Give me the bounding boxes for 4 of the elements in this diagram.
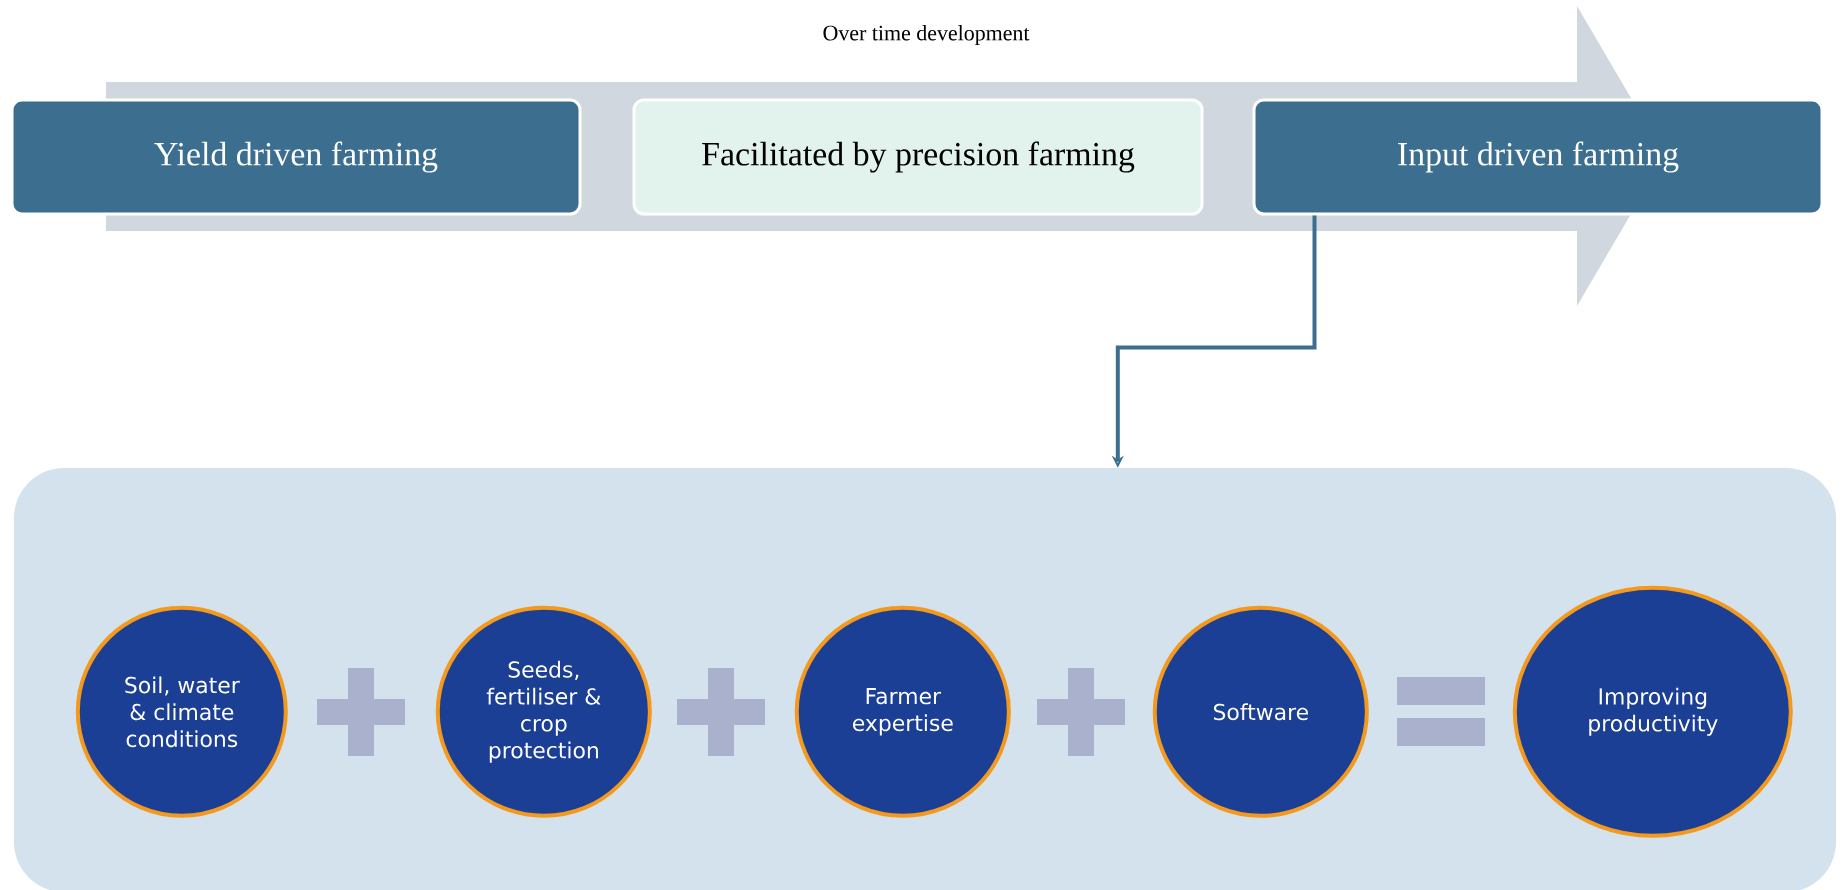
- stage-box: Facilitated by precision farming: [632, 98, 1204, 216]
- timeline-label: Over time development: [823, 25, 1030, 45]
- stage-box: Yield driven farming: [10, 98, 582, 216]
- stage-box: Input driven farming: [1252, 98, 1824, 216]
